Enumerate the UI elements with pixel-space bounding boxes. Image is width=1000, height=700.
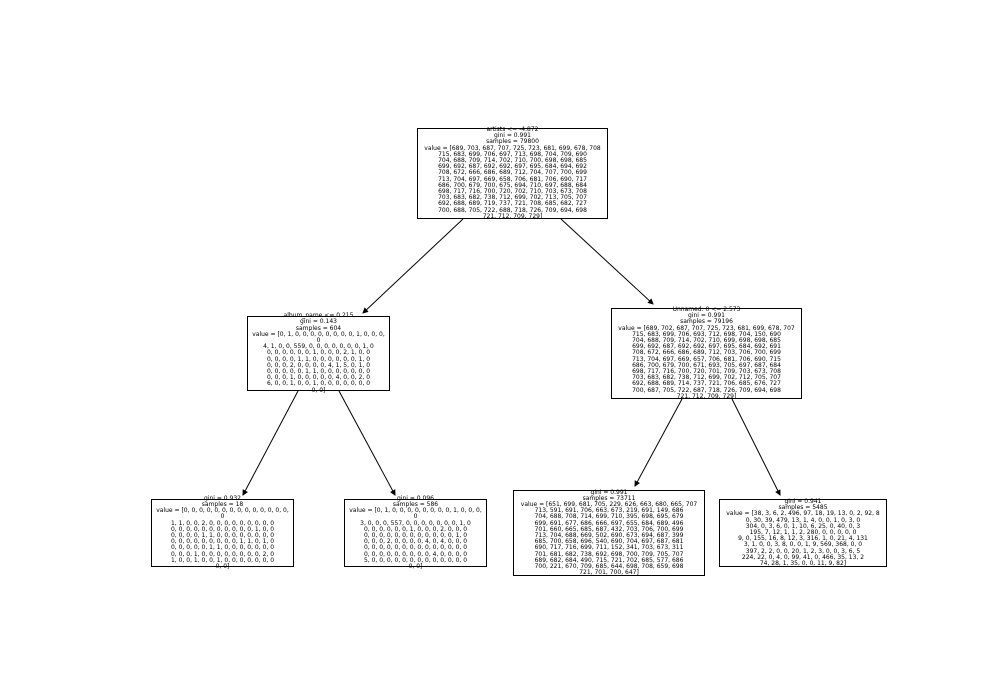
right-node: Unnamed: 0 <= 2.573 gini = 0.991 samples… xyxy=(611,305,802,400)
edge-root-to-right xyxy=(560,218,654,305)
edge-root-to-left xyxy=(362,218,464,314)
edge-right-to-right-right xyxy=(731,398,781,496)
left-left-leaf-text: gini = 0.932 samples = 18 value = [0, 0,… xyxy=(156,494,289,571)
right-left-leaf: gini = 0.991 samples = 73711 value = [65… xyxy=(513,488,705,577)
right-right-leaf: gini = 0.941 samples = 5485 value = [38,… xyxy=(719,497,887,567)
right-left-leaf-text: gini = 0.991 samples = 73711 value = [65… xyxy=(520,488,698,577)
root-node-text: artists <= -4.872 gini = 0.991 samples =… xyxy=(424,125,601,220)
left-node-text: album_name <= 0.215 gini = 0.143 samples… xyxy=(252,312,385,394)
edge-left-to-left-right xyxy=(338,390,396,496)
edge-left-to-left-left xyxy=(242,390,299,496)
left-node: album_name <= 0.215 gini = 0.143 samples… xyxy=(247,312,390,394)
left-right-leaf: gini = 0.096 samples = 586 value = [0, 1… xyxy=(344,494,487,571)
left-left-leaf: gini = 0.932 samples = 18 value = [0, 0,… xyxy=(151,494,294,571)
right-node-text: Unnamed: 0 <= 2.573 gini = 0.991 samples… xyxy=(618,305,795,400)
right-right-leaf-text: gini = 0.941 samples = 5485 value = [38,… xyxy=(726,497,880,567)
edge-right-to-right-left xyxy=(634,398,683,487)
left-right-leaf-text: gini = 0.096 samples = 586 value = [0, 1… xyxy=(349,494,482,571)
root-node: artists <= -4.872 gini = 0.991 samples =… xyxy=(417,125,608,220)
